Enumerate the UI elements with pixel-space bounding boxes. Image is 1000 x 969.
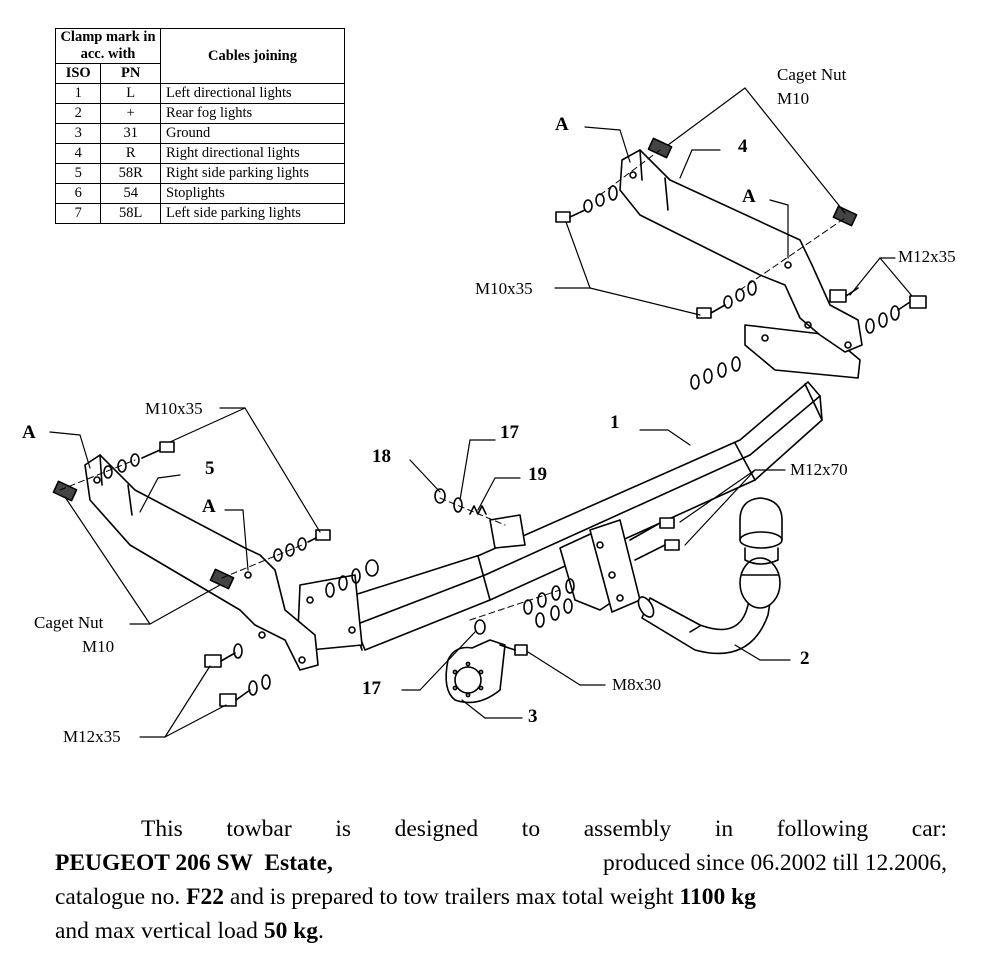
fasteners <box>103 185 927 707</box>
crossbar <box>297 324 861 651</box>
car-model: PEUGEOT 206 SW Estate, <box>55 850 333 876</box>
label-a-top: A <box>555 114 569 135</box>
description-line-1: This towbar is designed to assembly in f… <box>141 816 947 842</box>
left-side-bracket <box>84 454 319 671</box>
pn-header: PN <box>100 63 161 84</box>
iso-header: ISO <box>54 63 102 84</box>
label-m12x35-left: M12x35 <box>63 727 121 746</box>
assembly-lines <box>59 149 846 621</box>
catalogue-prefix: catalogue no. <box>55 884 187 910</box>
label-part-1: 1 <box>610 412 620 433</box>
max-trailer-weight: 1100 kg <box>679 884 756 910</box>
label-m10-left: M10 <box>82 637 114 656</box>
catalogue-number: F22 <box>186 884 225 910</box>
caget-nut-group <box>52 137 858 590</box>
production-period: produced since 06.2002 till 12.2006, <box>597 850 947 876</box>
label-caget-nut-left: Caget Nut <box>34 613 104 632</box>
label-caget-nut-top: Caget Nut <box>777 65 847 84</box>
table-row: 2+Rear fog lights <box>54 103 345 124</box>
towbar-exploded-diagram: Caget Nut M10 A 4 A M12x35 M10x35 A M10x… <box>22 65 956 746</box>
clamp-mark-header: Clamp mark in acc. with <box>55 28 161 64</box>
label-part-17-top: 17 <box>500 422 520 443</box>
max-vertical-load: 50 kg <box>263 918 319 944</box>
right-side-bracket <box>619 149 863 353</box>
cable-table: Clamp mark in acc. with Cables joining I… <box>54 28 345 224</box>
label-m10x35-right: M10x35 <box>475 279 533 298</box>
label-part-4: 4 <box>738 136 748 157</box>
socket-plate <box>445 639 506 704</box>
description-end: . <box>318 918 324 944</box>
label-m8x30: M8x30 <box>612 675 661 694</box>
tow-text: and is prepared to tow trailers max tota… <box>224 884 680 910</box>
label-part-18: 18 <box>372 446 391 467</box>
label-part-19: 19 <box>528 464 547 485</box>
label-a-left: A <box>22 422 36 443</box>
label-part-17-bottom: 17 <box>362 678 382 699</box>
label-a-left-mid: A <box>202 496 216 517</box>
leader-lines <box>49 87 913 738</box>
label-part-5: 5 <box>205 458 215 479</box>
label-part-2: 2 <box>800 648 810 669</box>
label-a-right: A <box>742 186 756 207</box>
description-paragraph: This towbar is designed to assembly in f… <box>55 812 947 948</box>
vertical-load-text: and max vertical load <box>55 918 264 944</box>
label-m12x35-right: M12x35 <box>898 247 956 266</box>
label-m10-top: M10 <box>777 89 809 108</box>
cables-joining-header: Cables joining <box>160 28 345 84</box>
label-part-3: 3 <box>528 706 538 727</box>
label-m12x70: M12x70 <box>790 460 848 479</box>
tow-ball <box>637 497 783 655</box>
label-m10x35-left: M10x35 <box>145 399 203 418</box>
